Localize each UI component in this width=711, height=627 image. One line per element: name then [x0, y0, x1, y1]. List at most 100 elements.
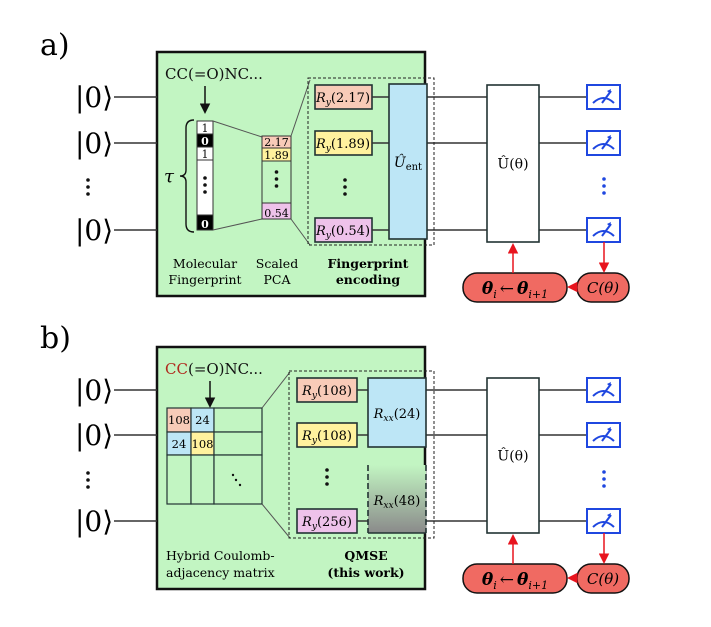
caption-fingerprint-encoding: Fingerprint	[328, 256, 409, 271]
measurement-meter-icon	[586, 130, 621, 156]
projection-line	[290, 218, 311, 246]
meter-arc	[592, 435, 615, 442]
meter-arc	[592, 230, 615, 237]
smiles-part: (=O)NC...	[188, 360, 263, 378]
caption-fingerprint: Fingerprint	[168, 272, 241, 287]
ellipsis-dot	[602, 191, 606, 195]
fingerprint-bit: 0	[201, 135, 209, 148]
gate-argument: (256)	[317, 515, 352, 530]
rxx-gate	[367, 377, 427, 448]
caption-adjacency-matrix: adjacency matrix	[166, 565, 275, 580]
meter-frame	[586, 84, 621, 110]
diagonal-dot	[234, 478, 238, 482]
variational-unitary-label: Û(θ)	[497, 155, 528, 173]
theta-symbol: θ	[517, 279, 529, 299]
meter-ellipsis	[602, 470, 606, 488]
gate-op: R	[315, 91, 326, 106]
measurement-meter-icon	[586, 217, 621, 243]
meter-needle-tip	[607, 427, 611, 432]
matrix-cell	[166, 454, 192, 505]
gate-subscript: y	[325, 144, 332, 154]
ellipsis-dot	[203, 190, 207, 194]
caption-scaled: Scaled	[256, 256, 298, 271]
ket-zero-label: |0⟩	[75, 374, 113, 407]
pca-value-cell	[261, 202, 292, 220]
projection-line	[212, 218, 263, 231]
caption-pca: PCA	[263, 272, 291, 287]
gate-subscript: y	[311, 436, 318, 446]
meter-needle-tip	[607, 513, 611, 518]
qubit-ellipsis	[86, 471, 90, 489]
panel-label: a)	[40, 28, 70, 63]
ket-zero-label: |0⟩	[75, 214, 113, 247]
meter-arc	[592, 390, 615, 397]
cost-function-label: C(θ)	[587, 279, 619, 297]
matrix-value: 108	[192, 437, 214, 451]
matrix-value: 108	[168, 413, 190, 427]
gate-ellipsis	[343, 178, 347, 196]
entangling-unitary-label: Ûent	[394, 153, 422, 173]
gate-op: R	[315, 224, 326, 239]
encoding-region-dashed	[307, 77, 435, 246]
projection-line	[212, 120, 263, 138]
variational-unitary-block	[486, 377, 540, 534]
panel-label: b)	[40, 321, 71, 356]
ellipsis-dot	[203, 183, 207, 187]
matrix-cell	[190, 454, 215, 505]
meter-arc	[592, 143, 615, 150]
unitary-symbol: Û	[394, 153, 407, 171]
ellipsis-dot	[86, 485, 90, 489]
theta-symbol: θ	[482, 570, 494, 590]
ellipsis-dot	[343, 192, 347, 196]
gate-argument: (0.54)	[331, 224, 370, 239]
gate-op: R	[301, 515, 312, 530]
measurement-meter-icon	[586, 422, 621, 448]
measurement-meter-icon	[586, 508, 621, 534]
ry-gate-label: Ry(256)	[301, 515, 352, 532]
smiles-string: CC(=O)NC...	[165, 65, 263, 83]
ellipsis-dot	[602, 177, 606, 181]
ellipsis-dot	[325, 468, 329, 472]
gate-subscript: xx	[383, 414, 393, 424]
encoding-region-dashed	[288, 370, 435, 539]
ry-rotation-gate	[296, 422, 358, 448]
caption-hybrid-coulomb: Hybrid Coulomb-	[166, 548, 275, 563]
gate-argument: (24)	[394, 407, 421, 422]
entangling-unitary-block	[388, 83, 428, 240]
diagonal-dot	[231, 473, 235, 477]
gate-op: R	[373, 407, 384, 422]
smiles-part: CC	[165, 65, 188, 83]
gate-subscript: y	[311, 522, 318, 532]
smiles-string: CC(=O)NC...	[165, 360, 263, 378]
index-i-plus-1: i+1	[528, 579, 548, 592]
index-i: i	[493, 579, 497, 592]
index-i-plus-1: i+1	[528, 288, 548, 301]
theta-symbol: θ	[517, 570, 529, 590]
pca-ellipsis	[274, 170, 279, 188]
matrix-value: 24	[172, 437, 187, 451]
matrix-cell	[213, 454, 263, 505]
fingerprint-bit: 1	[202, 148, 209, 161]
rxx-gate-label: Rxx(24)	[373, 407, 421, 424]
ket-zero-label: |0⟩	[75, 419, 113, 452]
projection-line	[290, 79, 311, 137]
projection-line	[261, 503, 291, 539]
ry-gate-label: Ry(108)	[301, 429, 352, 446]
ellipsis-dot	[602, 470, 606, 474]
gate-subscript: y	[325, 231, 332, 241]
measurement-meter-icon	[586, 84, 621, 110]
update-arrow: ←	[500, 570, 514, 590]
ellipsis-dot	[343, 178, 347, 182]
smiles-part: (=O)NC...	[188, 65, 263, 83]
gate-op: R	[315, 137, 326, 152]
fingerprint-bit: 1	[202, 122, 209, 135]
cost-function-label: C(θ)	[587, 570, 619, 588]
fingerprint-bit-cell	[196, 159, 214, 216]
ellipsis-dot	[325, 475, 329, 479]
ry-gate-label: Ry(0.54)	[315, 224, 370, 241]
ellipsis-dot	[602, 477, 606, 481]
ellipsis-dot	[86, 192, 90, 196]
ellipsis-dot	[274, 184, 279, 188]
variational-unitary-label: Û(θ)	[497, 447, 528, 465]
